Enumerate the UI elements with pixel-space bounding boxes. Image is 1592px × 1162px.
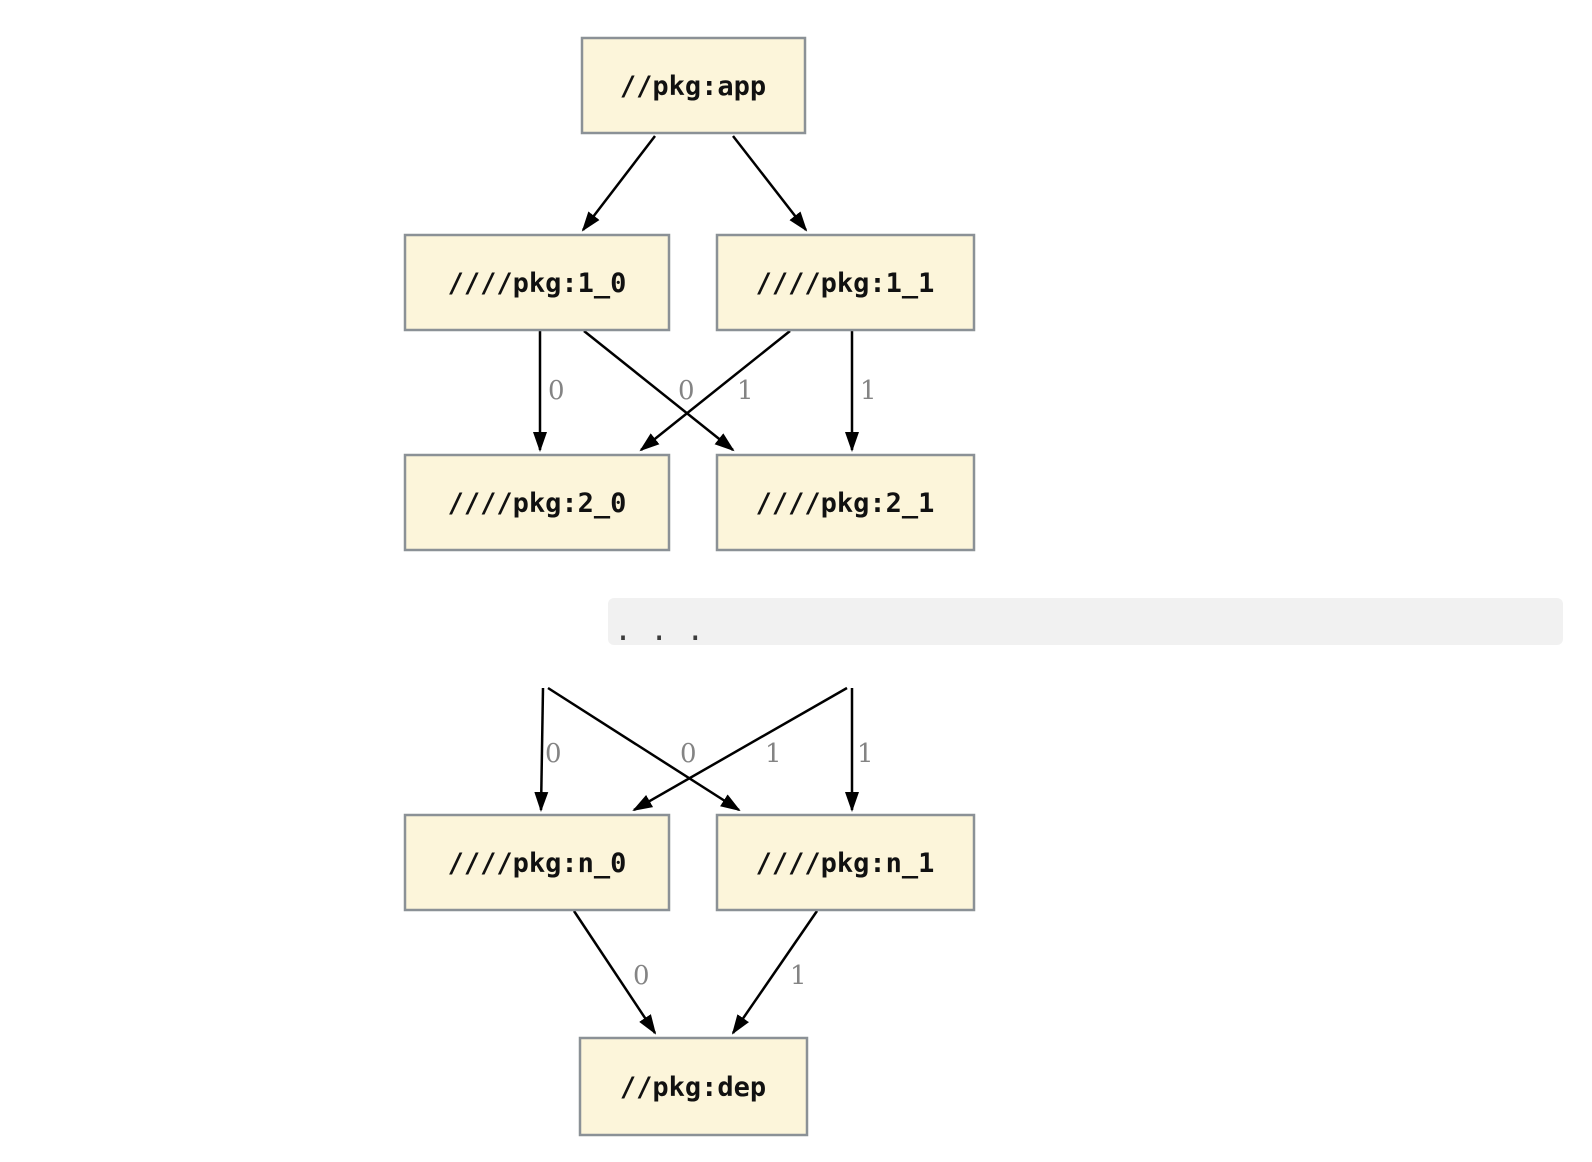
edge-n_1-to-dep bbox=[731, 910, 819, 1035]
node-app-label: //pkg:app bbox=[620, 71, 766, 102]
node-app: //pkg:app bbox=[580, 36, 807, 135]
ellipsis-dots: . . . bbox=[614, 613, 704, 648]
edge-ellipsis-to-n_0-cross bbox=[632, 686, 848, 812]
edge-group bbox=[533, 135, 859, 1035]
node-dep-label: //pkg:dep bbox=[620, 1072, 766, 1103]
edge-ellipsis-to-n_1-cross bbox=[547, 686, 741, 812]
node-pkg1_0: ////pkg:1_0 bbox=[403, 233, 671, 332]
edge-label: 1 bbox=[857, 739, 874, 769]
edge-label: 0 bbox=[633, 961, 650, 991]
node-pkg2_1-box bbox=[715, 453, 976, 552]
edge-1_1-to-2_0 bbox=[639, 330, 791, 452]
node-pkg1_0-box bbox=[403, 233, 671, 332]
node-pkgn_1-box bbox=[715, 813, 976, 912]
edge-app-to-1_1 bbox=[732, 135, 808, 232]
node-pkgn_0-box bbox=[403, 813, 671, 912]
edge-label: 0 bbox=[548, 376, 565, 406]
node-pkg2_1: ////pkg:2_1 bbox=[715, 453, 976, 552]
node-pkgn_1: ////pkg:n_1 bbox=[715, 813, 976, 912]
node-pkg1_1-label: ////pkg:1_1 bbox=[756, 268, 935, 299]
edge-label: 1 bbox=[790, 961, 807, 991]
edge-label: 1 bbox=[737, 376, 754, 406]
edge-label: 1 bbox=[860, 376, 877, 406]
edge-n_0-to-dep bbox=[572, 910, 657, 1035]
node-dep-box bbox=[578, 1036, 809, 1137]
node-dep: //pkg:dep bbox=[578, 1036, 809, 1137]
edge-label: 0 bbox=[680, 739, 697, 769]
ellipsis-band: . . . bbox=[608, 598, 1563, 648]
edge-app-to-1_0 bbox=[581, 135, 656, 232]
edge-label: 0 bbox=[678, 376, 695, 406]
node-pkg2_1-label: ////pkg:2_1 bbox=[756, 488, 935, 519]
edge-1_0-to-2_1 bbox=[583, 330, 735, 452]
edge-label-group: 0 0 1 1 0 0 1 1 0 1 bbox=[545, 376, 877, 991]
node-app-box bbox=[580, 36, 807, 135]
node-pkg1_0-label: ////pkg:1_0 bbox=[448, 268, 627, 299]
node-pkgn_0: ////pkg:n_0 bbox=[403, 813, 671, 912]
node-pkg1_1-box bbox=[715, 233, 976, 332]
edge-label: 0 bbox=[545, 739, 562, 769]
edge-ellipsis-to-n_0-straight bbox=[534, 687, 549, 812]
node-pkg2_0-box bbox=[403, 453, 671, 552]
node-group: //pkg:app ////pkg:1_0 ////pkg:1_1 ////pk… bbox=[403, 36, 1563, 1137]
edge-label: 1 bbox=[765, 739, 782, 769]
ellipsis-band-box bbox=[608, 598, 1563, 645]
node-pkgn_1-label: ////pkg:n_1 bbox=[756, 848, 935, 879]
node-pkg1_1: ////pkg:1_1 bbox=[715, 233, 976, 332]
node-pkg2_0-label: ////pkg:2_0 bbox=[448, 488, 627, 519]
node-pkg2_0: ////pkg:2_0 bbox=[403, 453, 671, 552]
node-pkgn_0-label: ////pkg:n_0 bbox=[448, 848, 627, 879]
